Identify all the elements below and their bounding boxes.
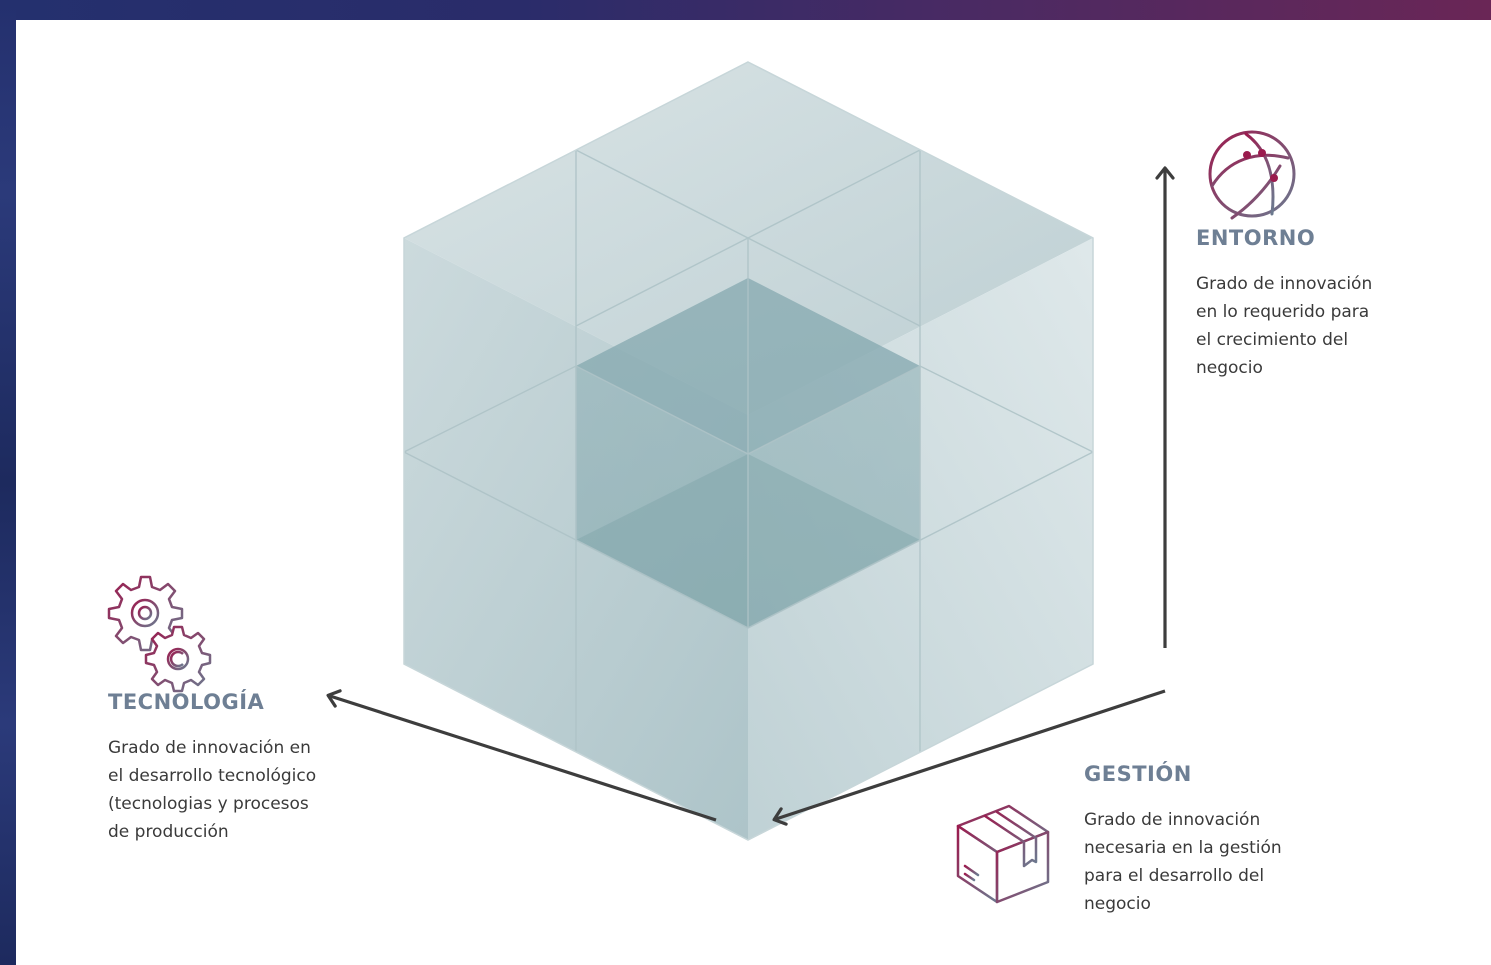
tecnologia-desc-line: de producción (108, 822, 229, 842)
tecnologia-desc-line: (tecnologias y procesos (108, 794, 309, 814)
tecnologia-desc-line: Grado de innovación en (108, 738, 311, 758)
entorno-desc-line: en lo requerido para (1196, 302, 1370, 322)
arrow-tecnologia (326, 689, 717, 822)
package-box-icon (956, 804, 1050, 904)
glass-cube (403, 61, 1094, 841)
gears-icon (107, 575, 212, 693)
entorno-title: ENTORNO (1196, 226, 1316, 250)
tecnologia-desc-line: el desarrollo tecnológico (108, 766, 317, 786)
gestion-title: GESTIÓN (1084, 762, 1192, 786)
gestion-desc-line: Grado de innovación (1084, 810, 1261, 830)
entorno-block: ENTORNO Grado de innovación en lo requer… (1196, 226, 1456, 382)
tecnologia-title: TECNOLOGÍA (108, 690, 265, 714)
gestion-desc-line: negocio (1084, 894, 1151, 914)
arrow-gestion (772, 689, 1166, 826)
globe-network-icon (1208, 130, 1296, 220)
left-frame-band (0, 0, 16, 965)
entorno-desc-line: Grado de innovación (1196, 274, 1373, 294)
gestion-desc-line: para el desarrollo del (1084, 866, 1265, 886)
top-frame-band (0, 0, 1491, 20)
gestion-block: GESTIÓN Grado de innovación necesaria en… (1084, 762, 1364, 918)
tecnologia-block: TECNOLOGÍA Grado de innovación en el des… (108, 690, 408, 846)
entorno-desc-line: negocio (1196, 358, 1263, 378)
gestion-desc-line: necesaria en la gestión (1084, 838, 1282, 858)
entorno-desc-line: el crecimiento del (1196, 330, 1349, 350)
